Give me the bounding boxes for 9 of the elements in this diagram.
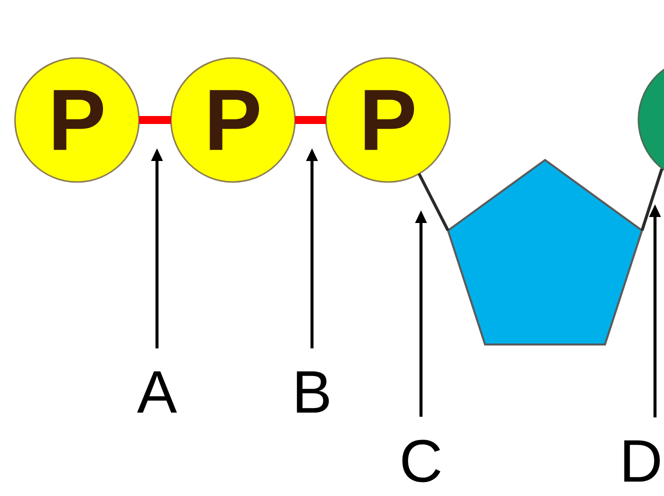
callout-letter: D (624, 440, 660, 482)
connector-line (139, 116, 171, 124)
callout-letter: A (137, 371, 177, 413)
connector-line (418, 173, 450, 232)
circle-shape (638, 68, 664, 171)
connector-line (295, 116, 326, 124)
callout-letter: B (296, 371, 329, 413)
connector-line (640, 168, 664, 231)
callout-letter: C (402, 440, 440, 482)
